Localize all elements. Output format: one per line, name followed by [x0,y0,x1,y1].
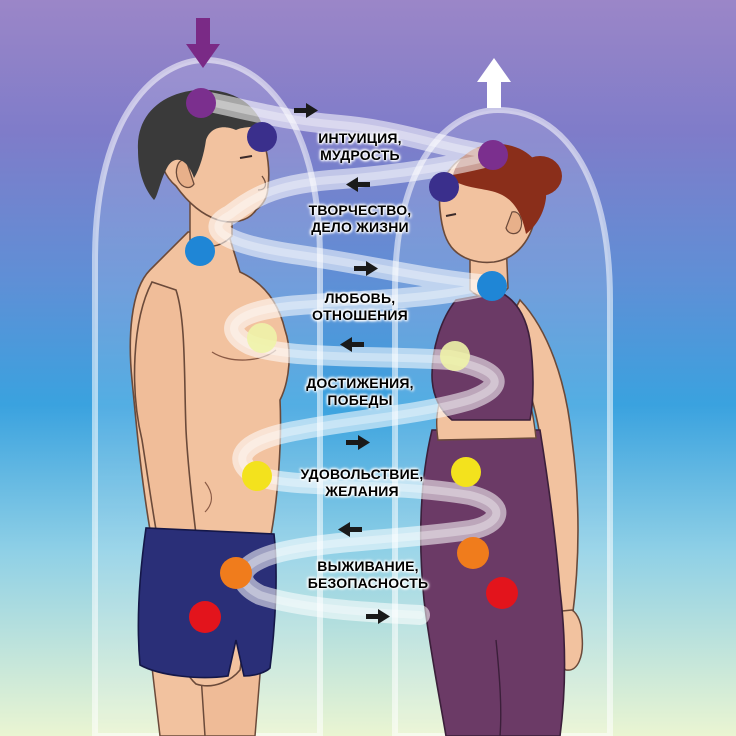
label-love-line1: ЛЮБОВЬ, [324,290,396,306]
woman-heart-chakra [440,341,470,371]
woman-crown-chakra [478,140,508,170]
man-root-chakra [189,601,221,633]
woman-root-chakra [486,577,518,609]
up-arrow-icon [477,58,511,108]
label-love: ЛЮБОВЬ, ОТНОШЕНИЯ [300,290,420,324]
label-creativity-line2: ДЕЛО ЖИЗНИ [311,219,409,235]
label-intuition: ИНТУИЦИЯ, МУДРОСТЬ [300,130,420,164]
woman-sacral-chakra [457,537,489,569]
label-creativity-line1: ТВОРЧЕСТВО, [308,202,412,218]
down-arrow-icon [186,18,220,68]
label-intuition-line1: ИНТУИЦИЯ, [318,130,402,146]
flow-arrow-right-icon [294,103,318,118]
man-crown-chakra [186,88,216,118]
flow-arrow-right-icon [366,609,390,624]
label-survival: ВЫЖИВАНИЕ, БЕЗОПАСНОСТЬ [298,558,438,592]
woman-third-eye-chakra [429,172,459,202]
energy-ribbon [190,90,507,625]
woman-throat-chakra [477,271,507,301]
label-survival-line2: БЕЗОПАСНОСТЬ [307,575,429,591]
label-survival-line1: ВЫЖИВАНИЕ, [317,558,419,574]
flow-arrow-right-icon [354,261,378,276]
man-solar-plexus-chakra [242,461,272,491]
label-love-line2: ОТНОШЕНИЯ [312,307,408,323]
label-intuition-line2: МУДРОСТЬ [320,147,400,163]
man-throat-chakra [185,236,215,266]
woman-solar-plexus-chakra [451,457,481,487]
label-pleasure-line1: УДОВОЛЬСТВИЕ, [300,466,424,482]
flow-arrow-left-icon [340,337,364,352]
man-heart-chakra [247,323,277,353]
label-achievements-line2: ПОБЕДЫ [327,392,393,408]
label-achievements: ДОСТИЖЕНИЯ, ПОБЕДЫ [295,375,425,409]
label-achievements-line1: ДОСТИЖЕНИЯ, [306,375,414,391]
flow-arrow-left-icon [338,522,362,537]
label-pleasure-line2: ЖЕЛАНИЯ [325,483,399,499]
flow-arrow-left-icon [346,177,370,192]
label-pleasure: УДОВОЛЬСТВИЕ, ЖЕЛАНИЯ [292,466,432,500]
label-creativity: ТВОРЧЕСТВО, ДЕЛО ЖИЗНИ [295,202,425,236]
man-sacral-chakra [220,557,252,589]
man-third-eye-chakra [247,122,277,152]
flow-arrow-right-icon [346,435,370,450]
